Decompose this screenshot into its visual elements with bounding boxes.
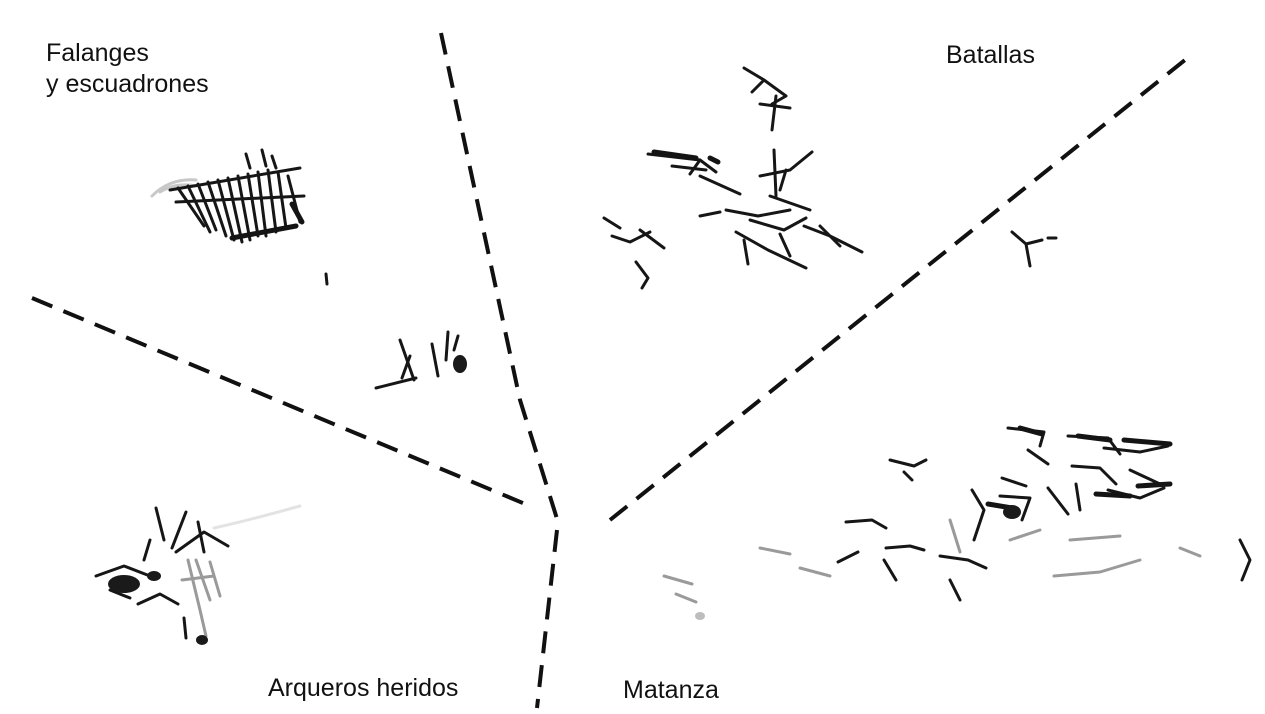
label-matanza: Matanza [623,676,719,704]
phalanx-figures [150,148,306,244]
divider-left-diagonal [31,296,531,508]
divider-top-vertical [439,32,560,523]
label-arqueros-heridos: Arqueros heridos [268,674,459,702]
battle-figures [602,66,1058,290]
label-falanges-y-escuadrones: Falanges y escuadrones [46,38,209,100]
divider-right-diagonal [608,54,1192,522]
label-falanges-line2: y escuadrones [46,70,209,98]
label-falanges-line1: Falanges [46,39,149,67]
wounded-archers-figure [94,504,302,645]
label-batallas: Batallas [946,41,1035,69]
small-archers-group [324,272,467,390]
massacre-figures [662,425,1252,620]
divider-bottom-vertical [535,529,559,709]
dashed-dividers [31,32,1192,709]
